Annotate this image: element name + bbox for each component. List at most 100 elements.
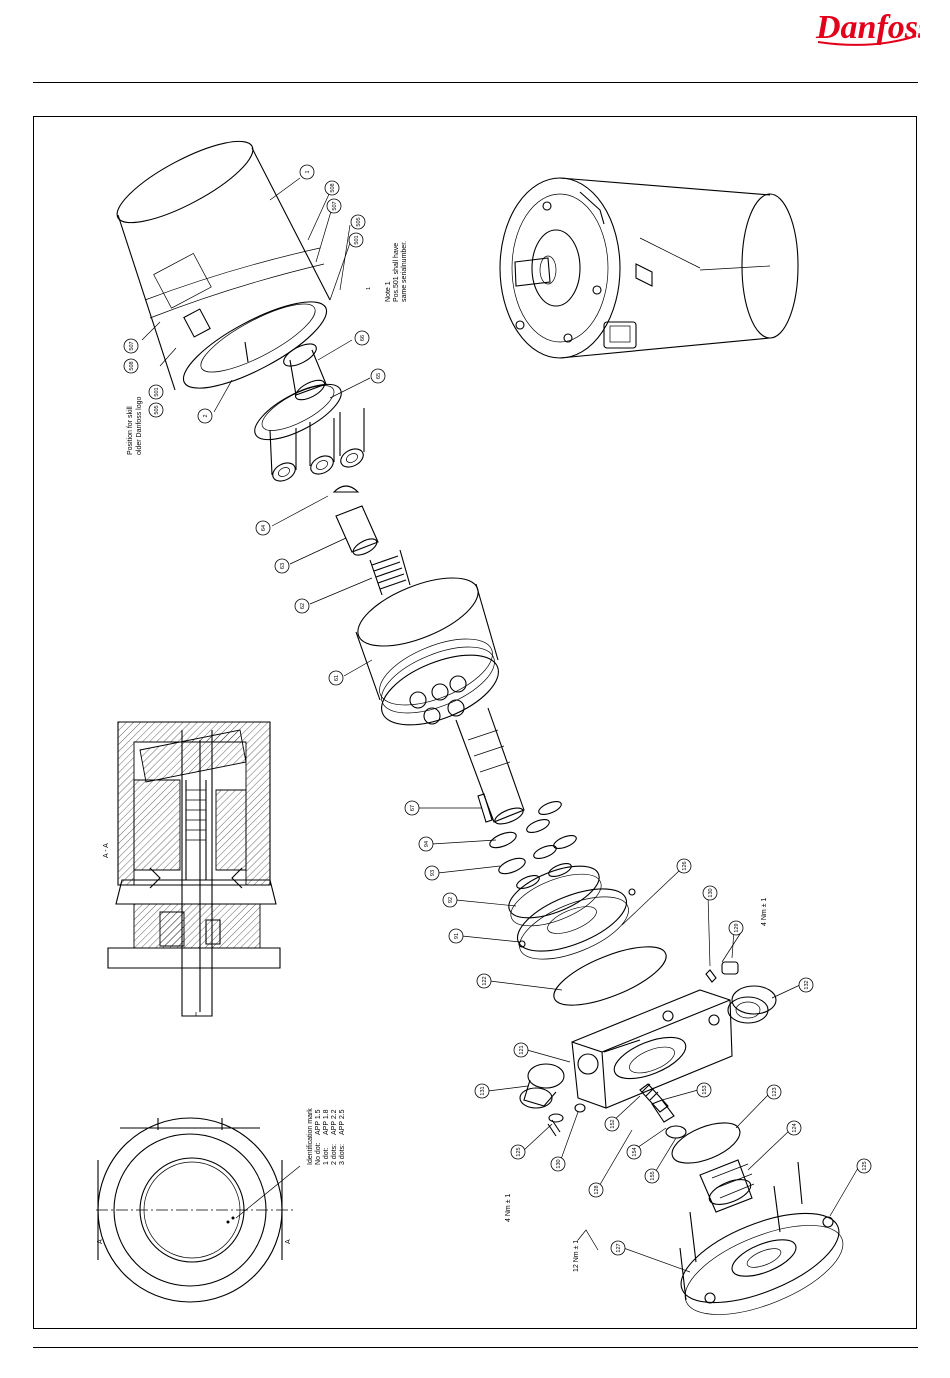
torque-note-flange: 12 Nm ± 1 — [573, 1240, 580, 1272]
danfoss-logo: Danfoss — [815, 9, 920, 46]
note1-line2: same serialnumber. — [401, 241, 408, 302]
callout-1: 1 — [299, 164, 315, 180]
callout-126: 126 — [676, 858, 692, 874]
callout-127: 127 — [610, 1240, 626, 1256]
callout-132: 132 — [798, 977, 814, 993]
svg-text:130: 130 — [708, 888, 714, 897]
note-1: Note 1 Pos.501 shall have same serialnum… — [385, 241, 408, 302]
id-row-3-value: APP 2.5 — [339, 1109, 346, 1135]
note1-marker: 1 — [366, 287, 372, 290]
svg-text:121: 121 — [519, 1045, 525, 1054]
svg-text:61: 61 — [334, 675, 340, 681]
svg-text:505: 505 — [154, 405, 160, 414]
logo-position-line2: older Danfoss logo — [136, 397, 143, 455]
danfoss-logo-text: Danfoss — [815, 9, 920, 46]
svg-text:507: 507 — [332, 201, 338, 210]
callout-121: 121 — [513, 1042, 529, 1058]
callout-67: 67 — [404, 800, 420, 816]
callout-508: 508 — [324, 180, 340, 196]
callout-505: 505 — [350, 214, 366, 230]
port-block — [571, 989, 733, 1109]
assembled-view — [499, 177, 799, 359]
svg-text:91: 91 — [454, 933, 460, 939]
callout-153: 153 — [696, 1082, 712, 1098]
callout-131: 131 — [474, 1083, 490, 1099]
svg-text:129: 129 — [734, 923, 740, 932]
section-label: A - A — [103, 843, 110, 858]
callout-66: 66 — [354, 330, 370, 346]
valve-plates — [508, 865, 636, 960]
svg-text:94: 94 — [424, 841, 430, 847]
callout-128: 128 — [588, 1182, 604, 1198]
svg-text:131: 131 — [480, 1086, 486, 1095]
callout-123: 123 — [766, 1084, 782, 1100]
torque-note-left: 4 Nm ± 1 — [505, 1194, 512, 1222]
svg-text:66: 66 — [360, 335, 366, 341]
callout-130-left: 130 — [550, 1156, 566, 1172]
leader-lines — [141, 177, 859, 1273]
callout-501-left: 501 — [148, 384, 164, 400]
large-o-ring — [553, 946, 667, 1006]
svg-text:508: 508 — [129, 361, 135, 370]
callout-125-right: 125 — [856, 1158, 872, 1174]
callout-507-left: 507 — [123, 338, 139, 354]
id-row-2-key: 2 dots: — [331, 1144, 338, 1165]
svg-text:152: 152 — [610, 1119, 616, 1128]
svg-text:128: 128 — [594, 1185, 600, 1194]
svg-text:125: 125 — [862, 1161, 868, 1170]
callout-125-left: 125 — [510, 1144, 526, 1160]
svg-text:508: 508 — [330, 183, 336, 192]
callout-501: 501 — [348, 232, 364, 248]
callout-63: 63 — [274, 558, 290, 574]
torque-note-right: 4 Nm ± 1 — [761, 898, 768, 926]
id-row-1-key: 1 dot: — [323, 1147, 330, 1165]
callout-154: 154 — [626, 1144, 642, 1160]
id-row-1-value: APP 1.8 — [323, 1109, 330, 1135]
svg-text:501: 501 — [354, 235, 360, 244]
callout-94: 94 — [418, 836, 434, 852]
callout-124: 124 — [786, 1120, 802, 1136]
callout-508-left: 508 — [123, 358, 139, 374]
svg-text:64: 64 — [261, 525, 267, 531]
svg-text:122: 122 — [482, 976, 488, 985]
rotor-body — [355, 577, 499, 726]
section-mark-right: A — [285, 1239, 292, 1244]
svg-text:62: 62 — [300, 603, 306, 609]
seal-rings — [489, 800, 577, 890]
svg-text:155: 155 — [650, 1171, 656, 1180]
svg-text:126: 126 — [682, 861, 688, 870]
svg-text:132: 132 — [804, 980, 810, 989]
callout-152: 152 — [604, 1116, 620, 1132]
svg-text:1: 1 — [305, 170, 311, 173]
svg-text:154: 154 — [632, 1147, 638, 1156]
id-row-2-value: APP 2.2 — [331, 1109, 338, 1135]
callout-507: 507 — [326, 198, 342, 214]
note1-line1: Pos.501 shall have — [393, 243, 400, 302]
footer-rule — [33, 1347, 918, 1348]
check-valve — [639, 1083, 687, 1139]
end-view — [96, 1117, 301, 1303]
svg-text:153: 153 — [702, 1085, 708, 1094]
callout-155: 155 — [644, 1168, 660, 1184]
svg-text:63: 63 — [280, 563, 286, 569]
svg-text:93: 93 — [430, 870, 436, 876]
callout-505-left: 505 — [148, 402, 164, 418]
header-rule — [33, 82, 918, 83]
svg-text:127: 127 — [616, 1243, 622, 1252]
callout-65: 65 — [370, 368, 386, 384]
housing-cylinder — [116, 140, 331, 391]
callout-61: 61 — [328, 670, 344, 686]
svg-text:2: 2 — [203, 414, 209, 417]
front-flange — [671, 1122, 844, 1315]
svg-text:124: 124 — [792, 1123, 798, 1132]
right-fitting — [705, 961, 777, 1024]
svg-text:507: 507 — [129, 341, 135, 350]
note1-title: Note 1 — [385, 281, 392, 302]
svg-text:501: 501 — [154, 387, 160, 396]
callout-122: 122 — [476, 973, 492, 989]
callout-91: 91 — [448, 928, 464, 944]
piston-barrel — [254, 343, 365, 482]
drawing-frame — [33, 116, 917, 1329]
callout-62: 62 — [294, 598, 310, 614]
